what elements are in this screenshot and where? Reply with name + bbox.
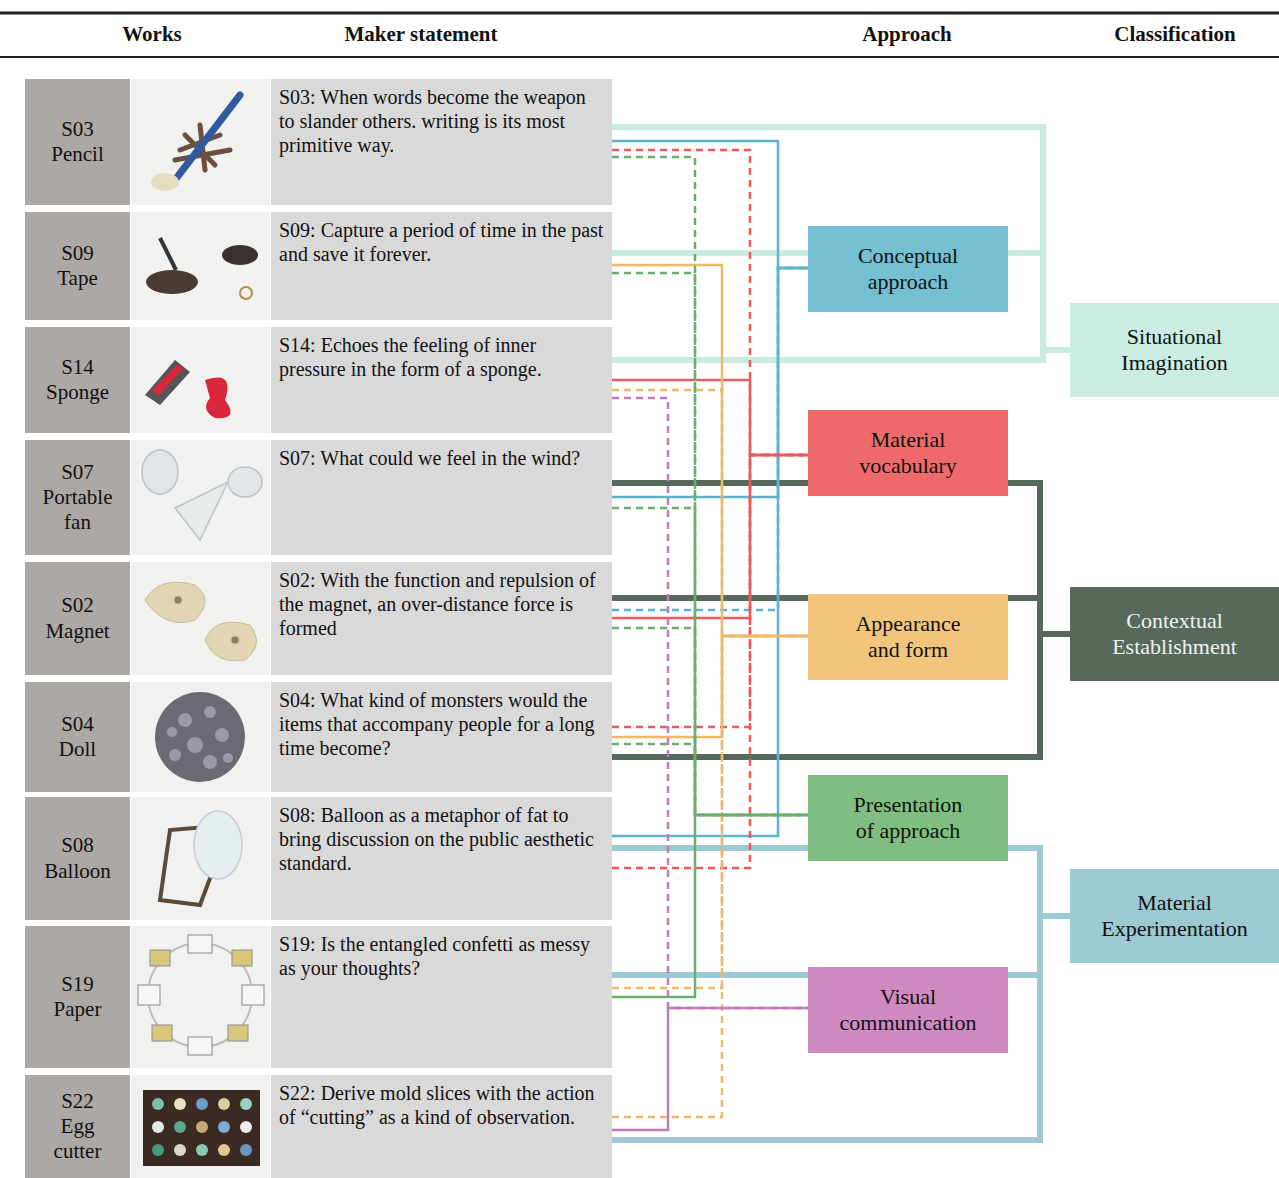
work-name: S14 Sponge (46, 355, 109, 405)
box-label: Appearance and form (843, 611, 973, 664)
work-cell: S07 Portable fan (25, 440, 130, 555)
work-cell: S19 Paper (25, 926, 130, 1068)
statement-cell: S19: Is the entangled confetti as messy … (271, 926, 612, 1068)
box-label: Contextual Establishment (1087, 608, 1262, 661)
classification-box: Contextual Establishment (1070, 587, 1279, 681)
work-cell: S08 Balloon (25, 797, 130, 920)
approach-connector (612, 268, 808, 836)
doll-photo (155, 692, 245, 782)
work-cell: S02 Magnet (25, 562, 130, 675)
approach-connector (612, 744, 808, 815)
paper-photo (138, 935, 264, 1055)
box-label: Material Experimentation (1087, 890, 1262, 943)
classification-box: Material Experimentation (1070, 869, 1279, 963)
maker-statement: S09: Capture a period of time in the pas… (279, 218, 606, 266)
maker-statement: S19: Is the entangled confetti as messy … (279, 932, 606, 980)
approach-connector (612, 390, 808, 636)
approach-box: Appearance and form (808, 594, 1008, 680)
sponge-photo (145, 360, 231, 418)
approach-connector (612, 398, 808, 1008)
box-label: Presentation of approach (843, 792, 973, 845)
work-name: S22 Egg cutter (54, 1089, 102, 1165)
work-name: S19 Paper (54, 972, 102, 1022)
approach-connector (612, 455, 808, 727)
work-name: S04 Doll (59, 712, 96, 762)
column-header: Classification (1114, 22, 1235, 47)
statement-cell: S02: With the function and repulsion of … (271, 562, 612, 675)
balloon-photo (160, 811, 242, 905)
column-header: Works (122, 22, 182, 47)
approach-connector (612, 508, 808, 815)
column-header: Approach (862, 22, 951, 47)
statement-cell: S03: When words become the weapon to sla… (271, 79, 612, 205)
classification-connector (612, 350, 1070, 360)
approach-connector (612, 636, 808, 1117)
column-header: Maker statement (345, 22, 498, 47)
work-cell: S03 Pencil (25, 79, 130, 205)
approach-box: Presentation of approach (808, 775, 1008, 861)
statement-cell: S08: Balloon as a metaphor of fat to bri… (271, 797, 612, 920)
header-rule (0, 56, 1279, 58)
approach-connector (612, 628, 808, 815)
approach-connector (612, 455, 808, 618)
approach-connector (612, 273, 808, 815)
approach-box: Conceptual approach (808, 226, 1008, 312)
classification-connector (612, 127, 1070, 350)
box-label: Visual communication (828, 984, 988, 1037)
approach-connector (612, 455, 808, 868)
maker-statement: S22: Derive mold slices with the action … (279, 1081, 606, 1129)
box-label: Material vocabulary (833, 427, 983, 480)
work-cell: S09 Tape (25, 212, 130, 320)
classification-connector (612, 916, 1070, 1140)
statement-cell: S04: What kind of monsters would the ite… (271, 682, 612, 792)
header-rule (0, 12, 1279, 15)
statement-cell: S22: Derive mold slices with the action … (271, 1075, 612, 1178)
photo-backgrounds (131, 79, 270, 1178)
work-name: S03 Pencil (51, 117, 103, 167)
work-name: S02 Magnet (45, 593, 109, 643)
box-label: Situational Imagination (1087, 324, 1262, 377)
work-name: S09 Tape (57, 241, 98, 291)
approach-connector (612, 268, 808, 610)
work-cell: S14 Sponge (25, 327, 130, 433)
tape-photo (146, 238, 258, 299)
approach-connector (612, 636, 808, 737)
classification-box: Situational Imagination (1070, 303, 1279, 397)
approach-connector (612, 150, 808, 455)
box-label: Conceptual approach (833, 243, 983, 296)
maker-statement: S08: Balloon as a metaphor of fat to bri… (279, 803, 606, 875)
work-name: S07 Portable fan (43, 460, 113, 536)
fan-photo (142, 450, 262, 540)
work-cell: S04 Doll (25, 682, 130, 792)
approach-box: Material vocabulary (808, 410, 1008, 496)
approach-box: Visual communication (808, 967, 1008, 1053)
pencil-photo (151, 95, 240, 191)
work-cell: S22 Egg cutter (25, 1075, 130, 1178)
approach-connector (612, 636, 808, 988)
maker-statement: S02: With the function and repulsion of … (279, 568, 606, 640)
approach-connector (612, 265, 808, 636)
maker-statement: S14: Echoes the feeling of inner pressur… (279, 333, 606, 381)
statement-cell: S07: What could we feel in the wind? (271, 440, 612, 555)
egg-cutter-photo (143, 1090, 260, 1166)
magnet-photo (145, 582, 256, 661)
approach-connector (612, 141, 808, 268)
approach-connector (612, 1008, 808, 1130)
maker-statement: S07: What could we feel in the wind? (279, 446, 580, 470)
statement-cell: S14: Echoes the feeling of inner pressur… (271, 327, 612, 433)
approach-connector (612, 815, 808, 997)
approach-connector (612, 157, 808, 815)
statement-cell: S09: Capture a period of time in the pas… (271, 212, 612, 320)
maker-statement: S03: When words become the weapon to sla… (279, 85, 606, 157)
work-name: S08 Balloon (44, 833, 111, 883)
maker-statement: S04: What kind of monsters would the ite… (279, 688, 606, 760)
